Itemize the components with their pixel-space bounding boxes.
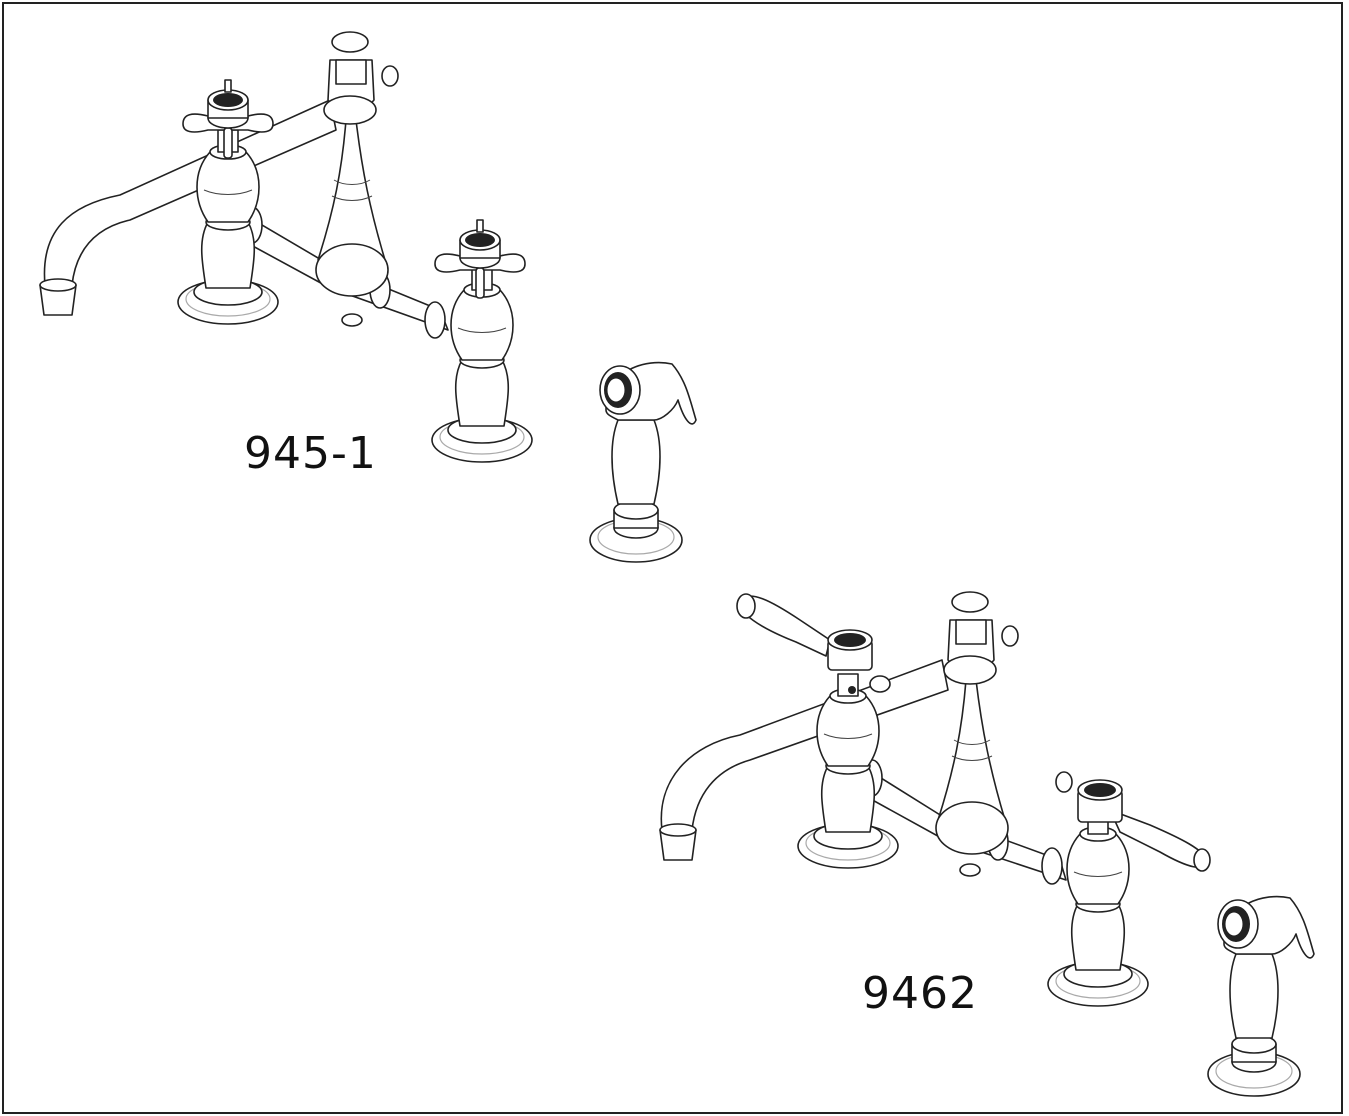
faucet-945-1 [39, 31, 697, 563]
faucet-9462 [659, 591, 1315, 1097]
model-label-945-1: 945-1 [244, 428, 377, 479]
model-label-9462: 9462 [862, 968, 978, 1019]
